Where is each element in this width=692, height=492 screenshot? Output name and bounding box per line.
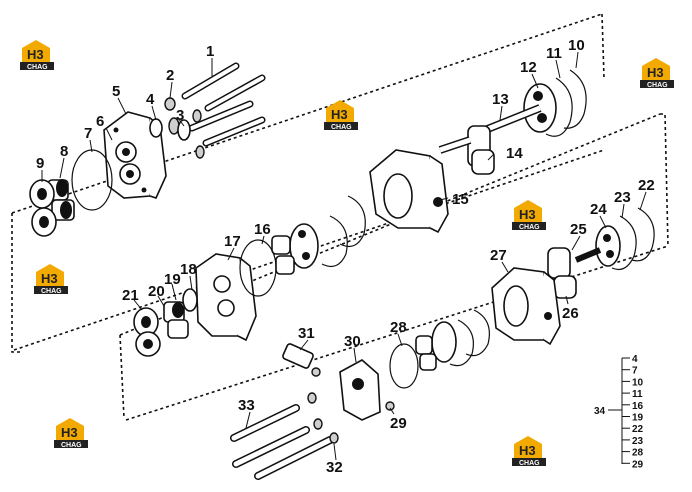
- front-cover: [103, 111, 191, 199]
- bearing-blocks-left: [29, 179, 75, 237]
- label-29: 29: [390, 415, 407, 432]
- label-13: 13: [492, 91, 509, 108]
- label-28: 28: [390, 319, 407, 336]
- label-25: 25: [570, 221, 587, 238]
- gear-set-rear: [547, 247, 602, 299]
- label-4: 4: [146, 91, 155, 108]
- label-20: 20: [148, 283, 165, 300]
- svg-text:H3: H3: [519, 207, 536, 222]
- label-32: 32: [326, 459, 343, 476]
- rings-top-right: [523, 69, 587, 137]
- label-2: 2: [166, 67, 174, 84]
- kit-item: 11: [632, 389, 643, 400]
- kit-item: 22: [632, 424, 644, 435]
- label-10: 10: [568, 37, 585, 54]
- label-23: 23: [614, 189, 631, 206]
- kit-item: 4: [632, 354, 638, 365]
- label-7: 7: [84, 125, 92, 142]
- label-9: 9: [36, 155, 44, 172]
- kit-item: 28: [632, 448, 644, 459]
- bolt-set-top: [164, 62, 266, 159]
- svg-text:CHAG: CHAG: [331, 124, 352, 131]
- label-33: 33: [238, 397, 255, 414]
- part-labels: 1 2 3 4 5 6 7 8 9 10 11 12 13 14 15 16 1…: [36, 37, 655, 476]
- svg-text:CHAG: CHAG: [61, 442, 82, 449]
- label-24: 24: [590, 201, 607, 218]
- rear-cover-30: [282, 343, 419, 421]
- rings-right: [595, 207, 655, 271]
- label-21: 21: [122, 287, 139, 304]
- label-1: 1: [206, 43, 214, 60]
- kit-item: 7: [632, 366, 638, 377]
- label-14: 14: [506, 145, 523, 162]
- label-26: 26: [562, 305, 579, 322]
- svg-text:CHAG: CHAG: [519, 460, 540, 467]
- leader-lines: [41, 51, 647, 461]
- svg-text:CHAG: CHAG: [647, 82, 668, 89]
- bearing-blocks-middle: [133, 288, 198, 357]
- kit-label: 34: [594, 406, 606, 417]
- label-3: 3: [176, 107, 184, 124]
- label-27: 27: [490, 247, 507, 264]
- label-19: 19: [164, 271, 181, 288]
- kit-item: 29: [632, 459, 644, 470]
- svg-text:H3: H3: [41, 271, 58, 286]
- svg-text:H3: H3: [519, 443, 536, 458]
- label-31: 31: [298, 325, 315, 342]
- gear-housing-15: [369, 149, 449, 234]
- center-plate-17: [195, 239, 277, 342]
- label-5: 5: [112, 83, 120, 100]
- guide-lines: [11, 13, 669, 421]
- label-6: 6: [96, 113, 104, 130]
- kit-item: 19: [632, 413, 644, 424]
- svg-text:H3: H3: [61, 425, 78, 440]
- label-15: 15: [452, 191, 469, 208]
- rings-middle: [271, 195, 366, 275]
- label-16: 16: [254, 221, 271, 238]
- label-11: 11: [546, 45, 562, 62]
- label-22: 22: [638, 177, 655, 194]
- svg-text:H3: H3: [647, 65, 664, 80]
- label-8: 8: [60, 143, 68, 160]
- kit-item: 16: [632, 401, 644, 412]
- bolt-set-bottom: [230, 392, 339, 480]
- label-12: 12: [520, 59, 537, 76]
- kit-item: 10: [632, 377, 644, 388]
- svg-text:H3: H3: [27, 47, 44, 62]
- label-17: 17: [224, 233, 241, 250]
- svg-text:H3: H3: [331, 107, 348, 122]
- svg-text:CHAG: CHAG: [27, 64, 48, 71]
- drive-gear-shaft: [438, 104, 542, 175]
- svg-text:CHAG: CHAG: [41, 288, 62, 295]
- kit-item: 23: [632, 436, 644, 447]
- label-18: 18: [180, 261, 197, 278]
- o-ring-7: [71, 149, 113, 211]
- label-30: 30: [344, 333, 361, 350]
- rings-lower: [415, 309, 490, 371]
- gear-housing-27: [491, 267, 561, 346]
- svg-text:CHAG: CHAG: [519, 224, 540, 231]
